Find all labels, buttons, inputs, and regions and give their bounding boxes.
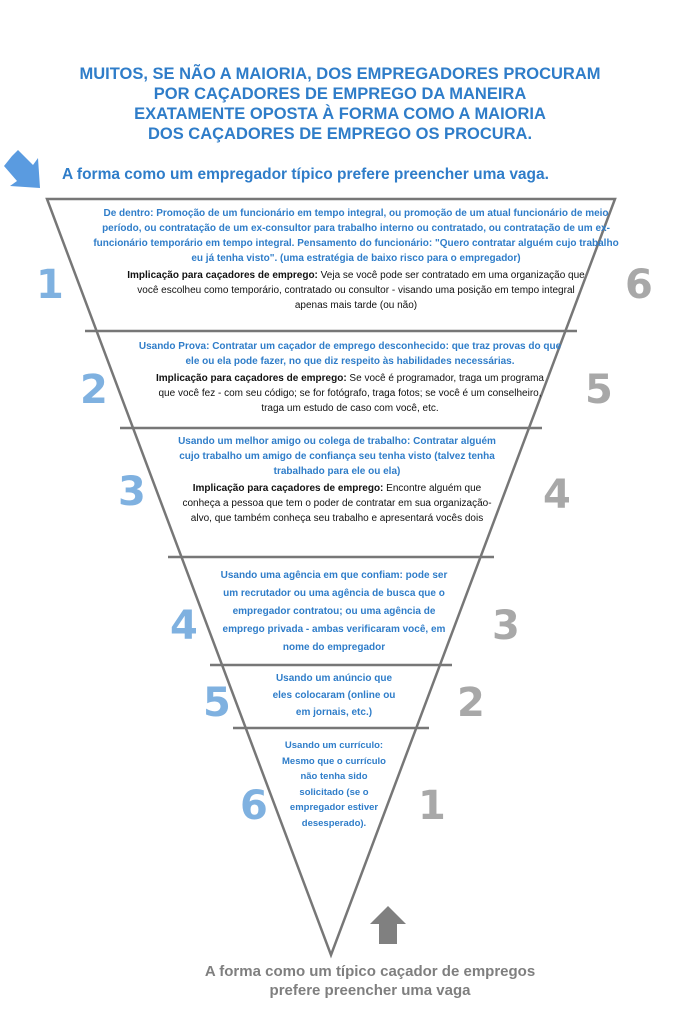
employer-rank-3: 3 [118, 469, 146, 515]
seeker-rank-2: 2 [457, 680, 485, 726]
implication-label: Implicação para caçadores de emprego: [127, 270, 318, 281]
level-4: Usando uma agência em que confiam: pode … [215, 567, 453, 657]
seeker-rank-1: 1 [418, 783, 446, 829]
level-implication: Implicação para caçadores de emprego: Se… [135, 371, 565, 416]
level-description: Usando um currículo: Mesmo que o currícu… [282, 740, 386, 829]
seeker-caption: A forma como um típico caçador de empreg… [200, 962, 540, 1000]
level-2: Usando Prova: Contratar um caçador de em… [135, 339, 565, 416]
funnel-outline [45, 197, 617, 959]
level-6: Usando um currículo: Mesmo que o currícu… [282, 738, 386, 831]
seeker-rank-3: 3 [492, 603, 520, 649]
implication-label: Implicação para caçadores de emprego: [156, 373, 347, 384]
employer-rank-4: 4 [170, 603, 198, 649]
level-implication: Implicação para caçadores de emprego: En… [172, 481, 502, 526]
level-description: Usando uma agência em que confiam: pode … [220, 570, 448, 653]
title-line: MUITOS, SE NÃO A MAIORIA, DOS EMPREGADOR… [79, 65, 601, 83]
level-description: Usando um melhor amigo ou colega de trab… [178, 436, 496, 477]
employer-rank-6: 6 [240, 783, 268, 829]
seeker-caption-line: prefere preencher uma vaga [269, 982, 471, 999]
title-line: POR CAÇADORES DE EMPREGO DA MANEIRA [153, 85, 527, 103]
implication-text: Veja se você pode ser contratado em uma … [137, 270, 585, 311]
employer-rank-2: 2 [80, 367, 108, 413]
implication-label: Implicação para caçadores de emprego: [192, 483, 384, 494]
seeker-rank-6: 6 [625, 262, 653, 308]
employer-caption: A forma como um empregador típico prefer… [62, 166, 549, 183]
seeker-rank-5: 5 [585, 367, 613, 413]
level-implication: Implicação para caçadores de emprego: Ve… [92, 268, 620, 313]
level-5: Usando um anúncio que eles colocaram (on… [270, 670, 398, 721]
employer-rank-5: 5 [203, 680, 231, 726]
level-1: De dentro: Promoção de um funcionário em… [92, 206, 620, 313]
level-description: Usando um anúncio que eles colocaram (on… [272, 673, 396, 718]
seeker-rank-4: 4 [543, 472, 571, 518]
implication-text: Encontre alguém que conheça a pessoa que… [182, 483, 492, 524]
level-description: De dentro: Promoção de um funcionário em… [93, 208, 619, 264]
page-title: MUITOS, SE NÃO A MAIORIA, DOS EMPREGADOR… [60, 64, 620, 144]
title-line: EXATAMENTE OPOSTA À FORMA COMO A MAIORIA [134, 105, 546, 123]
seeker-arrow-icon [370, 906, 406, 944]
title-line: DOS CAÇADORES DE EMPREGO OS PROCURA. [147, 125, 533, 143]
level-3: Usando um melhor amigo ou colega de trab… [172, 434, 502, 526]
level-description: Usando Prova: Contratar um caçador de em… [138, 341, 562, 367]
implication-text: Se você é programador, traga um programa… [158, 373, 544, 414]
seeker-caption-line: A forma como um típico caçador de empreg… [204, 963, 536, 980]
employer-arrow-icon [4, 150, 40, 188]
employer-rank-1: 1 [36, 262, 64, 308]
